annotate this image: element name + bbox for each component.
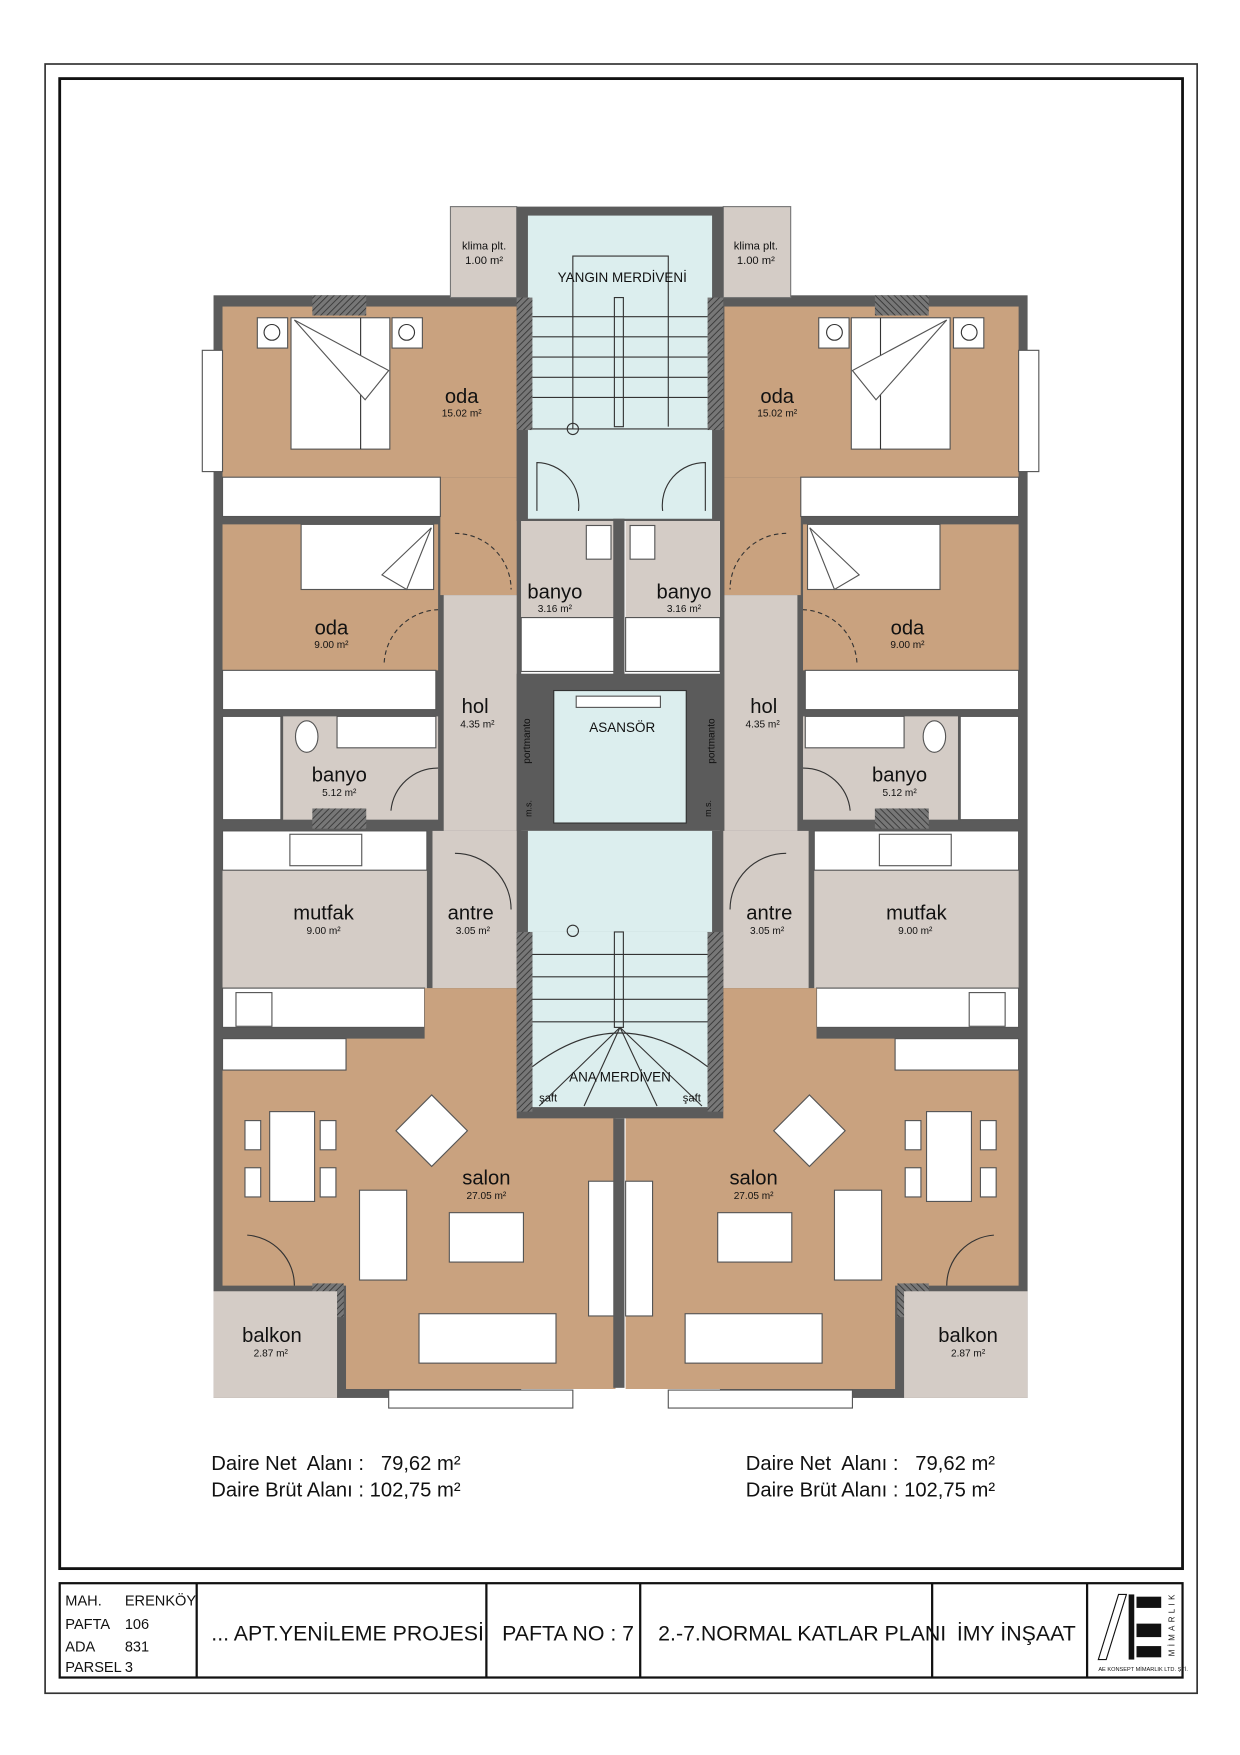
right-unit-labels: oda 15.02 m² oda 9.00 m² banyo 3.16 m² h… bbox=[656, 386, 997, 1359]
room-area: 2.87 m² bbox=[254, 1348, 289, 1359]
mah-value: ERENKÖY bbox=[125, 1592, 197, 1610]
shaft-right-label: şaft bbox=[683, 1093, 702, 1105]
sheet-outer-border bbox=[44, 63, 1198, 1695]
room-area: 3.05 m² bbox=[456, 926, 491, 937]
parsel-label: PARSEL bbox=[65, 1660, 121, 1676]
room-label: oda bbox=[760, 386, 794, 408]
room-area: 2.87 m² bbox=[951, 1348, 986, 1359]
room-label: banyo bbox=[656, 581, 711, 603]
room-area: 4.35 m² bbox=[745, 720, 780, 731]
room-label: salon bbox=[462, 1168, 510, 1190]
room-label: banyo bbox=[312, 764, 367, 786]
room-area: 27.05 m² bbox=[466, 1191, 506, 1202]
contractor-name: İMY İNŞAAT bbox=[957, 1621, 1076, 1645]
drawing-title: 2.-7.NORMAL KATLAR PLANI bbox=[658, 1621, 946, 1645]
room-label: mutfak bbox=[886, 903, 948, 925]
mah-label: MAH. bbox=[65, 1594, 101, 1610]
room-area: 9.00 m² bbox=[898, 926, 933, 937]
title-block: MAH. ERENKÖY PAFTA 106 ADA 831 PARSEL 3 … bbox=[58, 1582, 1188, 1679]
room-label: banyo bbox=[527, 581, 582, 603]
left-gross-area: Daire Brüt Alanı : 102,75 m² bbox=[211, 1480, 461, 1502]
room-label: oda bbox=[315, 617, 349, 639]
klima-right-label: klima plt. bbox=[734, 240, 778, 252]
room-label: antre bbox=[448, 903, 494, 925]
right-net-area: Daire Net Alanı : 79,62 m² bbox=[746, 1453, 996, 1475]
room-label: salon bbox=[729, 1168, 777, 1190]
room-area: 15.02 m² bbox=[757, 409, 797, 420]
sheet-number: PAFTA NO : 7 bbox=[502, 1621, 634, 1645]
room-label: antre bbox=[746, 903, 792, 925]
klima-right-area: 1.00 m² bbox=[737, 255, 775, 267]
room-area: 4.35 m² bbox=[460, 720, 495, 731]
portmanto-left-label: portmanto bbox=[522, 718, 533, 764]
room-area: 15.02 m² bbox=[442, 409, 482, 420]
room-label: mutfak bbox=[293, 903, 355, 925]
left-net-area: Daire Net Alanı : 79,62 m² bbox=[211, 1453, 461, 1475]
room-area: 9.00 m² bbox=[314, 640, 349, 651]
project-title: ... APT.YENİLEME PROJESİ bbox=[211, 1621, 484, 1645]
room-label: balkon bbox=[938, 1325, 998, 1347]
parsel-value: 3 bbox=[125, 1660, 133, 1676]
elevator-label: ASANSÖR bbox=[589, 720, 655, 735]
ada-label: ADA bbox=[65, 1640, 95, 1656]
room-label: oda bbox=[445, 386, 479, 408]
left-unit-labels: oda 15.02 m² oda 9.00 m² banyo 3.16 m² h… bbox=[242, 386, 582, 1359]
ms-left-label: m.s. bbox=[523, 800, 533, 817]
room-label: oda bbox=[891, 617, 925, 639]
portmanto-right-label: portmanto bbox=[706, 718, 717, 764]
klima-left-label: klima plt. bbox=[462, 240, 506, 252]
stair-core bbox=[449, 206, 792, 1388]
room-area: 5.12 m² bbox=[322, 788, 357, 799]
room-label: banyo bbox=[872, 764, 927, 786]
company-logo: AE KONSEPT MİMARLIK LTD. ŞTİ. MİMARLIK bbox=[1097, 1591, 1188, 1673]
room-area: 9.00 m² bbox=[890, 640, 925, 651]
room-label: hol bbox=[750, 696, 777, 718]
room-area: 27.05 m² bbox=[734, 1191, 774, 1202]
klima-left-area: 1.00 m² bbox=[465, 255, 503, 267]
room-label: hol bbox=[462, 696, 489, 718]
sheet-inner-border bbox=[58, 77, 1184, 1571]
main-stair-label: ANA MERDİVEN bbox=[569, 1069, 671, 1084]
shaft-left-label: şaft bbox=[539, 1093, 558, 1105]
ms-right-label: m.s. bbox=[703, 800, 713, 817]
room-area: 5.12 m² bbox=[882, 788, 917, 799]
pafta-label: PAFTA bbox=[65, 1617, 110, 1633]
room-area: 3.16 m² bbox=[538, 604, 573, 615]
room-area: 3.16 m² bbox=[667, 604, 702, 615]
pafta-value: 106 bbox=[125, 1617, 149, 1633]
room-label: balkon bbox=[242, 1325, 302, 1347]
fire-stair-label: YANGIN MERDİVENİ bbox=[558, 270, 687, 285]
room-area: 3.05 m² bbox=[750, 926, 785, 937]
logo-side-text: MİMARLIK bbox=[1168, 1591, 1177, 1656]
ada-value: 831 bbox=[125, 1640, 149, 1656]
logo-company-name: AE KONSEPT MİMARLIK LTD. ŞTİ. bbox=[1098, 1666, 1188, 1673]
right-gross-area: Daire Brüt Alanı : 102,75 m² bbox=[746, 1480, 996, 1502]
room-area: 9.00 m² bbox=[306, 926, 341, 937]
